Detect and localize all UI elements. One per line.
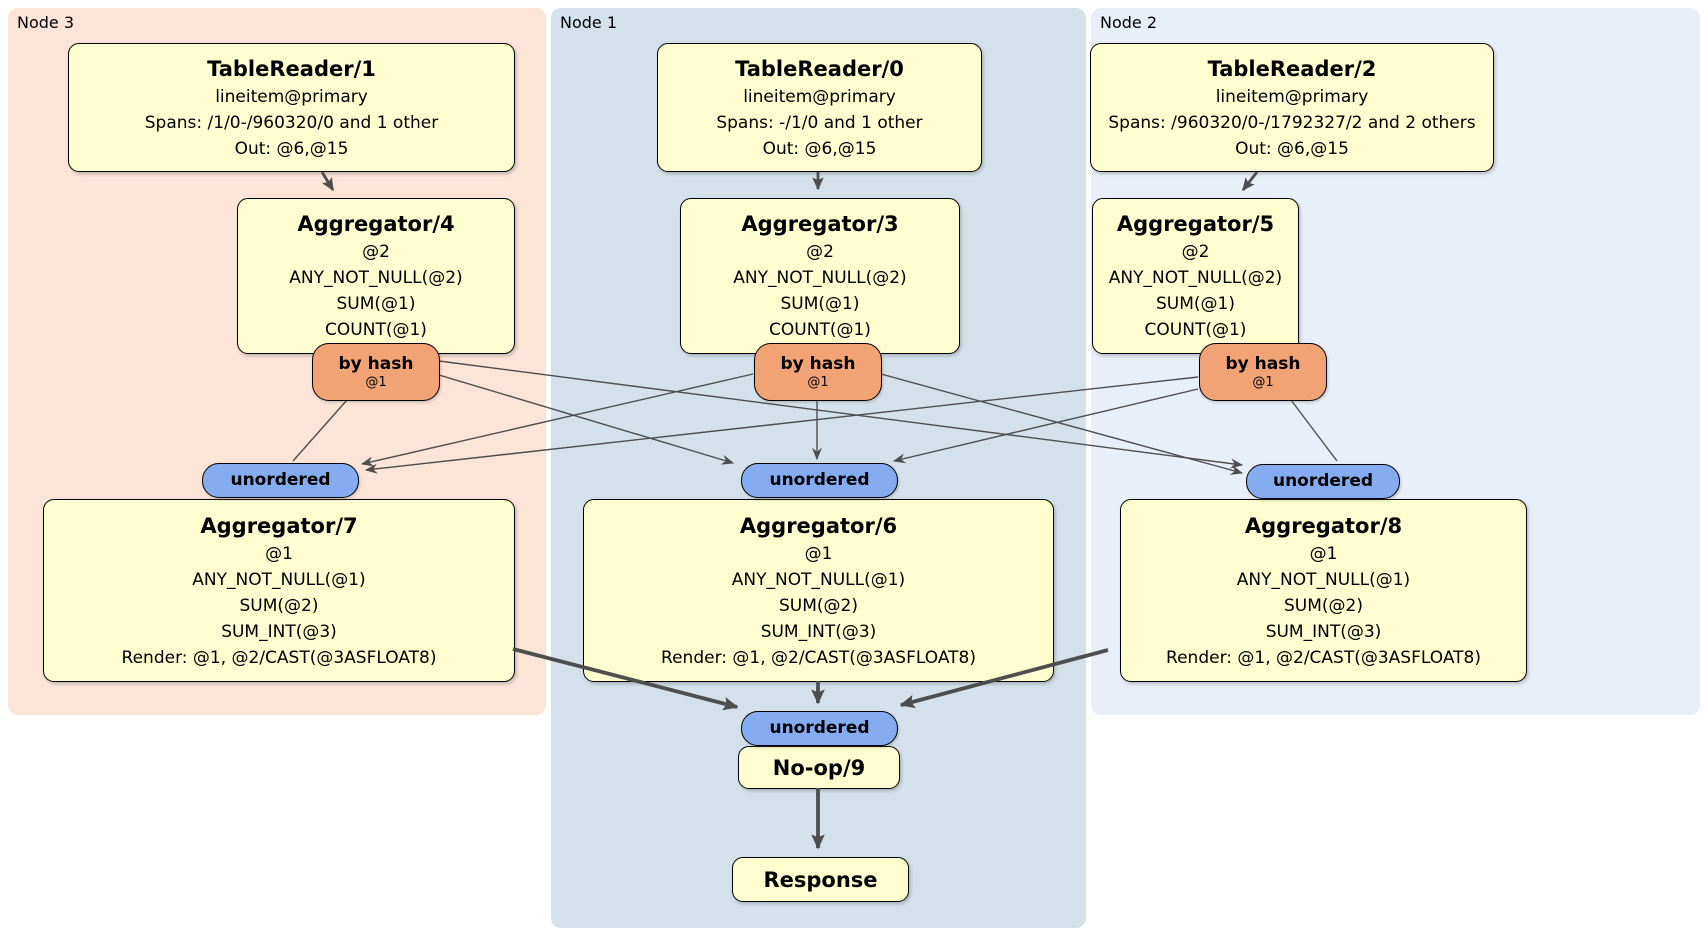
router-by-hash-4: by hash @1 [312, 343, 440, 401]
processor-aggregator-5: Aggregator/5 @2 ANY_NOT_NULL(@2) SUM(@1)… [1092, 198, 1299, 354]
processor-line: Spans: -/1/0 and 1 other [716, 112, 923, 133]
processor-aggregator-3: Aggregator/3 @2 ANY_NOT_NULL(@2) SUM(@1)… [680, 198, 960, 354]
router-label: by hash [1225, 354, 1301, 374]
processor-line: COUNT(@1) [325, 320, 427, 340]
processor-line: SUM_INT(@3) [760, 621, 877, 642]
processor-line: @2 [1181, 242, 1210, 262]
processor-title: Aggregator/6 [739, 513, 898, 538]
processor-line: ANY_NOT_NULL(@1) [1236, 569, 1411, 590]
processor-line: Out: @6,@15 [762, 138, 877, 159]
router-sublabel: @1 [807, 375, 829, 390]
processor-line: ANY_NOT_NULL(@1) [731, 569, 906, 590]
processor-line: COUNT(@1) [1144, 320, 1247, 340]
processor-line: ANY_NOT_NULL(@2) [289, 268, 463, 288]
sync-unordered-6: unordered [741, 463, 898, 498]
router-by-hash-5: by hash @1 [1199, 343, 1327, 401]
router-label: by hash [780, 354, 856, 374]
sync-unordered-7: unordered [202, 463, 359, 498]
processor-line: lineitem@primary [743, 86, 896, 107]
sync-label: unordered [769, 718, 870, 738]
processor-title: Aggregator/4 [297, 212, 455, 236]
processor-tablereader-1: TableReader/1 lineitem@primary Spans: /1… [68, 43, 515, 172]
processor-line: @2 [806, 242, 834, 262]
processor-line: @1 [265, 543, 293, 564]
processor-title: TableReader/0 [735, 56, 904, 81]
processor-line: SUM(@2) [779, 595, 858, 616]
processor-line: ANY_NOT_NULL(@1) [192, 569, 366, 590]
processor-line: lineitem@primary [215, 86, 368, 107]
processor-line: @2 [362, 242, 390, 262]
processor-aggregator-8: Aggregator/8 @1 ANY_NOT_NULL(@1) SUM(@2)… [1120, 499, 1527, 682]
router-sublabel: @1 [365, 375, 387, 390]
processor-title: Aggregator/8 [1244, 513, 1403, 538]
processor-line: SUM(@1) [336, 294, 416, 314]
sync-unordered-8: unordered [1246, 464, 1400, 499]
processor-line: SUM(@2) [239, 595, 319, 616]
sync-label: unordered [230, 470, 331, 490]
processor-title: No-op/9 [772, 755, 866, 780]
processor-line: Render: @1, @2/CAST(@3ASFLOAT8) [661, 647, 976, 668]
processor-line: lineitem@primary [1215, 86, 1369, 107]
processor-title: Aggregator/3 [741, 212, 899, 236]
processor-response: Response [732, 857, 909, 902]
router-label: by hash [338, 354, 414, 374]
processor-line: Render: @1, @2/CAST(@3ASFLOAT8) [1166, 647, 1481, 668]
processor-line: @1 [804, 543, 833, 564]
processor-title: Aggregator/7 [200, 513, 358, 538]
sync-unordered-final: unordered [741, 711, 898, 746]
processor-aggregator-7: Aggregator/7 @1 ANY_NOT_NULL(@1) SUM(@2)… [43, 499, 515, 682]
processor-line: Spans: /960320/0-/1792327/2 and 2 others [1108, 112, 1476, 133]
processor-line: @1 [1309, 543, 1338, 564]
router-sublabel: @1 [1252, 375, 1274, 390]
processor-line: ANY_NOT_NULL(@2) [733, 268, 907, 288]
region-node2-label: Node 2 [1100, 13, 1158, 32]
region-node1-label: Node 1 [560, 13, 618, 32]
processor-title: Aggregator/5 [1116, 212, 1275, 236]
processor-noop-9: No-op/9 [738, 746, 900, 789]
processor-line: Spans: /1/0-/960320/0 and 1 other [144, 112, 439, 133]
processor-line: SUM_INT(@3) [221, 621, 337, 642]
processor-line: Out: @6,@15 [234, 138, 349, 159]
processor-line: SUM(@1) [780, 294, 860, 314]
processor-aggregator-6: Aggregator/6 @1 ANY_NOT_NULL(@1) SUM(@2)… [583, 499, 1054, 682]
processor-title: TableReader/1 [207, 56, 376, 81]
region-node3-label: Node 3 [17, 13, 75, 32]
processor-tablereader-2: TableReader/2 lineitem@primary Spans: /9… [1090, 43, 1494, 172]
processor-line: SUM(@2) [1284, 595, 1363, 616]
processor-line: ANY_NOT_NULL(@2) [1108, 268, 1283, 288]
processor-tablereader-0: TableReader/0 lineitem@primary Spans: -/… [657, 43, 982, 172]
router-by-hash-3: by hash @1 [754, 343, 882, 401]
sync-label: unordered [769, 470, 870, 490]
processor-line: SUM_INT(@3) [1265, 621, 1382, 642]
sync-label: unordered [1272, 471, 1374, 491]
processor-title: TableReader/2 [1207, 56, 1377, 81]
processor-line: Render: @1, @2/CAST(@3ASFLOAT8) [121, 647, 437, 668]
processor-aggregator-4: Aggregator/4 @2 ANY_NOT_NULL(@2) SUM(@1)… [237, 198, 515, 354]
processor-line: SUM(@1) [1156, 294, 1235, 314]
processor-line: Out: @6,@15 [1235, 138, 1349, 159]
processor-title: Response [763, 867, 878, 892]
processor-line: COUNT(@1) [769, 320, 871, 340]
